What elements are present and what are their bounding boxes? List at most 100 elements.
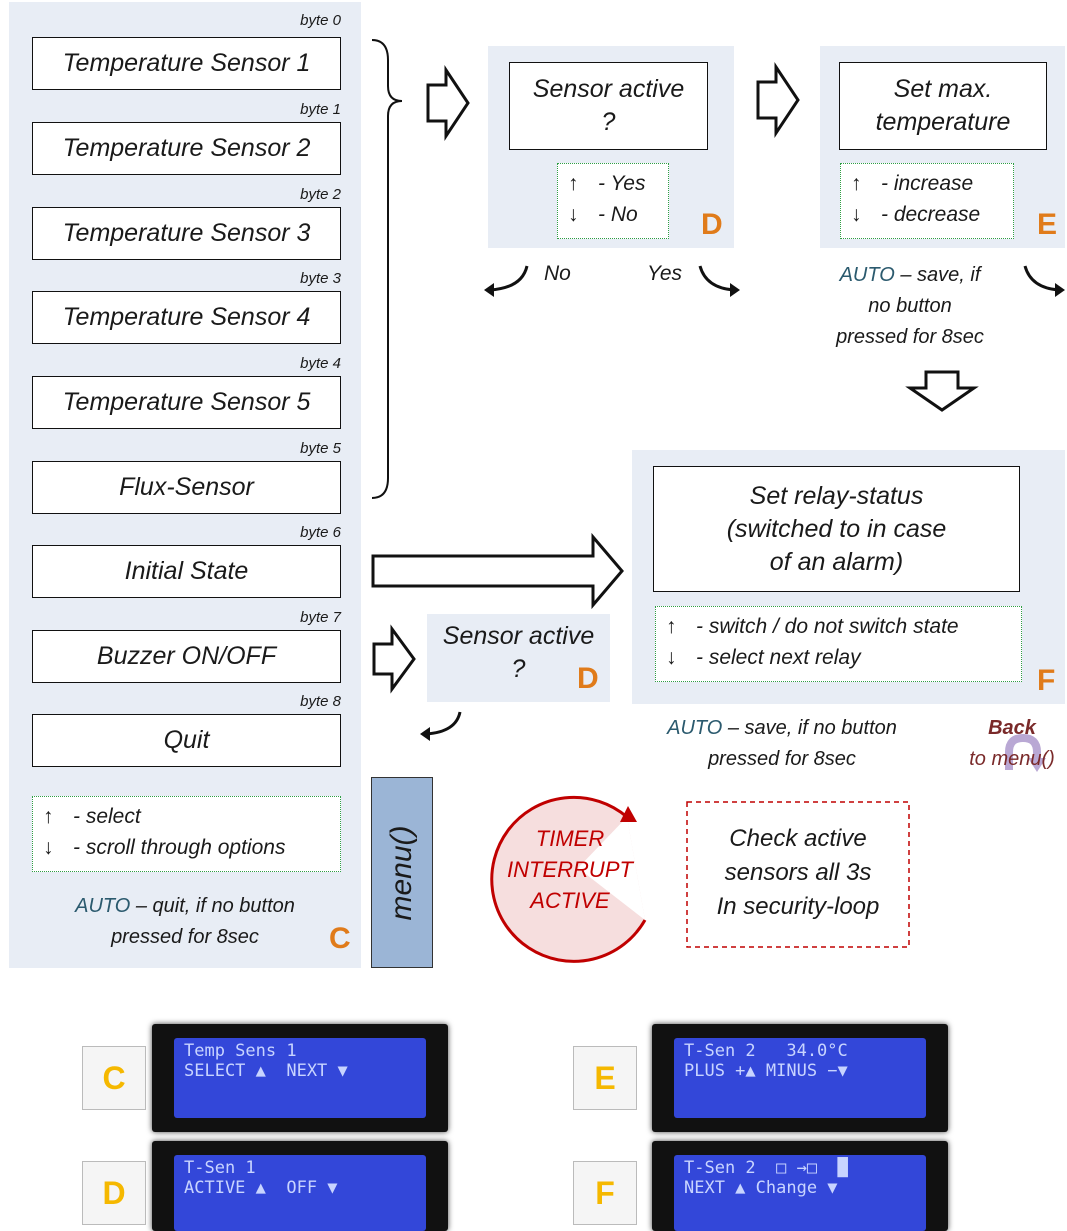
arrowhead-icon	[1055, 283, 1065, 297]
lcd-display-c: Temp Sens 1 SELECT ▲ NEXT ▼	[152, 1024, 448, 1132]
check-sensors-label: Check active sensors all 3s In security-…	[687, 822, 909, 924]
hint-switch: - switch / do not switch state	[696, 615, 959, 638]
max-temp-line2: temperature	[875, 108, 1011, 136]
menu-item-temp-sensor-5[interactable]: Temperature Sensor 5	[32, 376, 341, 429]
lcd-display-d: T-Sen 1 ACTIVE ▲ OFF ▼	[152, 1141, 448, 1231]
long-block-arrow-icon	[371, 532, 624, 610]
curved-arrow-e-icon	[1023, 265, 1060, 292]
auto-text-2: pressed for 8sec	[708, 748, 856, 770]
sensor-active-2-line1: Sensor active	[442, 622, 595, 650]
hint-scroll: - scroll through options	[73, 836, 286, 859]
byte-label: byte 4	[300, 355, 341, 372]
panel-letter-d-2: D	[577, 662, 599, 695]
byte-label: byte 0	[300, 12, 341, 29]
check-line3: In security-loop	[716, 893, 880, 920]
auto-label: AUTO	[839, 264, 895, 286]
max-temp-box: Set max. temperature	[839, 62, 1047, 150]
menu-item-initial-state[interactable]: Initial State	[32, 545, 341, 598]
block-arrow-icon	[426, 65, 470, 141]
panel-letter-d: D	[701, 208, 723, 241]
byte-label: byte 7	[300, 609, 341, 626]
auto-save-note-f: AUTO – save, if no button pressed for 8s…	[642, 713, 922, 775]
menu-item-buzzer[interactable]: Buzzer ON/OFF	[32, 630, 341, 683]
curved-arrow-yes-icon	[698, 265, 735, 292]
lcd-label-e: E	[573, 1046, 637, 1110]
sensor-active-line2: ?	[601, 108, 616, 136]
lcd-screen: T-Sen 2 34.0°C PLUS +▲ MINUS −▼	[674, 1038, 926, 1118]
lcd-screen: T-Sen 2 □ →□ █ NEXT ▲ Change ▼	[674, 1155, 926, 1231]
hint-box-f: ↑ - switch / do not switch state ↓ - selec…	[655, 606, 1022, 682]
timer-line1: TIMER	[535, 826, 605, 851]
relay-line1: Set relay-status	[749, 481, 924, 510]
arrowhead-icon	[484, 283, 494, 297]
check-line2: sensors all 3s	[724, 859, 872, 886]
hint-next-relay: - select next relay	[696, 646, 861, 669]
relay-line3: of an alarm)	[769, 547, 904, 576]
hint-box-d: ↑- Yes ↓- No	[557, 163, 669, 239]
lcd-row-1: T-Sen 1	[184, 1158, 256, 1178]
lcd-display-e: T-Sen 2 34.0°C PLUS +▲ MINUS −▼	[652, 1024, 948, 1132]
auto-text-3: pressed for 8sec	[836, 326, 984, 348]
hint-decrease: - decrease	[881, 203, 981, 226]
auto-label: AUTO	[667, 717, 723, 739]
sensor-active-box: Sensor active ?	[509, 62, 708, 150]
auto-text: – save, if	[894, 264, 981, 286]
max-temp-line1: Set max.	[893, 75, 993, 103]
menu-item-temp-sensor-1[interactable]: Temperature Sensor 1	[32, 37, 341, 90]
hint-increase: - increase	[881, 172, 974, 195]
timer-line2: INTERRUPT	[507, 857, 633, 882]
menu-item-temp-sensor-3[interactable]: Temperature Sensor 3	[32, 207, 341, 260]
no-label: No	[544, 262, 571, 285]
lcd-label-c: C	[82, 1046, 146, 1110]
panel-d-sensor-active-2	[427, 614, 610, 702]
byte-label: byte 5	[300, 440, 341, 457]
arrow-down-icon: ↓	[568, 203, 579, 226]
byte-label: byte 3	[300, 270, 341, 287]
panel-letter-e: E	[1037, 208, 1058, 241]
timer-line3: ACTIVE	[530, 888, 610, 913]
arrow-up-icon: ↑	[568, 172, 579, 195]
menu-item-temp-sensor-4[interactable]: Temperature Sensor 4	[32, 291, 341, 344]
arrow-up-icon: ↑	[666, 615, 677, 638]
lcd-row-2: SELECT ▲ NEXT ▼	[184, 1061, 348, 1081]
curved-arrow-d2-icon	[425, 711, 462, 736]
arrowhead-icon	[730, 283, 740, 297]
brace-icon	[371, 39, 403, 499]
arrow-up-icon: ↑	[43, 805, 54, 828]
menu-item-quit[interactable]: Quit	[32, 714, 341, 767]
sensor-active-2-line2: ?	[511, 655, 526, 683]
menu-item-temp-sensor-2[interactable]: Temperature Sensor 2	[32, 122, 341, 175]
back-label: Back	[988, 717, 1036, 739]
relay-status-box: Set relay-status (switched to in case of…	[653, 466, 1020, 592]
block-arrow-icon	[756, 62, 800, 138]
lcd-row-1: T-Sen 2 □ →□ █	[684, 1158, 848, 1178]
lcd-label-f: F	[573, 1161, 637, 1225]
lcd-row-2: NEXT ▲ Change ▼	[684, 1178, 838, 1198]
auto-quit-note: AUTO – quit, if no button pressed for 8s…	[30, 891, 340, 953]
panel-letter-c: C	[329, 922, 351, 955]
lcd-row-2: ACTIVE ▲ OFF ▼	[184, 1178, 338, 1198]
menu-function-box: menu()	[371, 777, 433, 968]
auto-save-note-e: AUTO – save, if no button pressed for 8s…	[805, 260, 1015, 353]
arrow-down-icon: ↓	[666, 646, 677, 669]
to-menu-label: to menu()	[969, 748, 1055, 770]
hint-box-c: ↑ - select ↓ - scroll through options	[32, 796, 341, 872]
block-arrow-icon	[372, 624, 416, 694]
lcd-screen: T-Sen 1 ACTIVE ▲ OFF ▼	[174, 1155, 426, 1231]
byte-label: byte 6	[300, 524, 341, 541]
arrow-down-icon: ↓	[851, 203, 862, 226]
lcd-row-1: T-Sen 2 34.0°C	[684, 1041, 848, 1061]
hint-select: - select	[73, 805, 141, 828]
arrow-down-icon: ↓	[43, 836, 54, 859]
auto-text: – quit, if no button	[130, 895, 295, 917]
relay-line2: (switched to in case	[726, 514, 947, 543]
lcd-label-d: D	[82, 1161, 146, 1225]
arrowhead-icon	[420, 727, 430, 741]
sensor-active-2-text: Sensor active ?	[427, 620, 610, 686]
timer-interrupt-label: TIMER INTERRUPT ACTIVE	[495, 823, 645, 916]
byte-label: byte 2	[300, 186, 341, 203]
hint-no: - No	[598, 203, 638, 226]
menu-item-flux-sensor[interactable]: Flux-Sensor	[32, 461, 341, 514]
auto-text: – save, if no button	[722, 717, 897, 739]
byte-label: byte 8	[300, 693, 341, 710]
